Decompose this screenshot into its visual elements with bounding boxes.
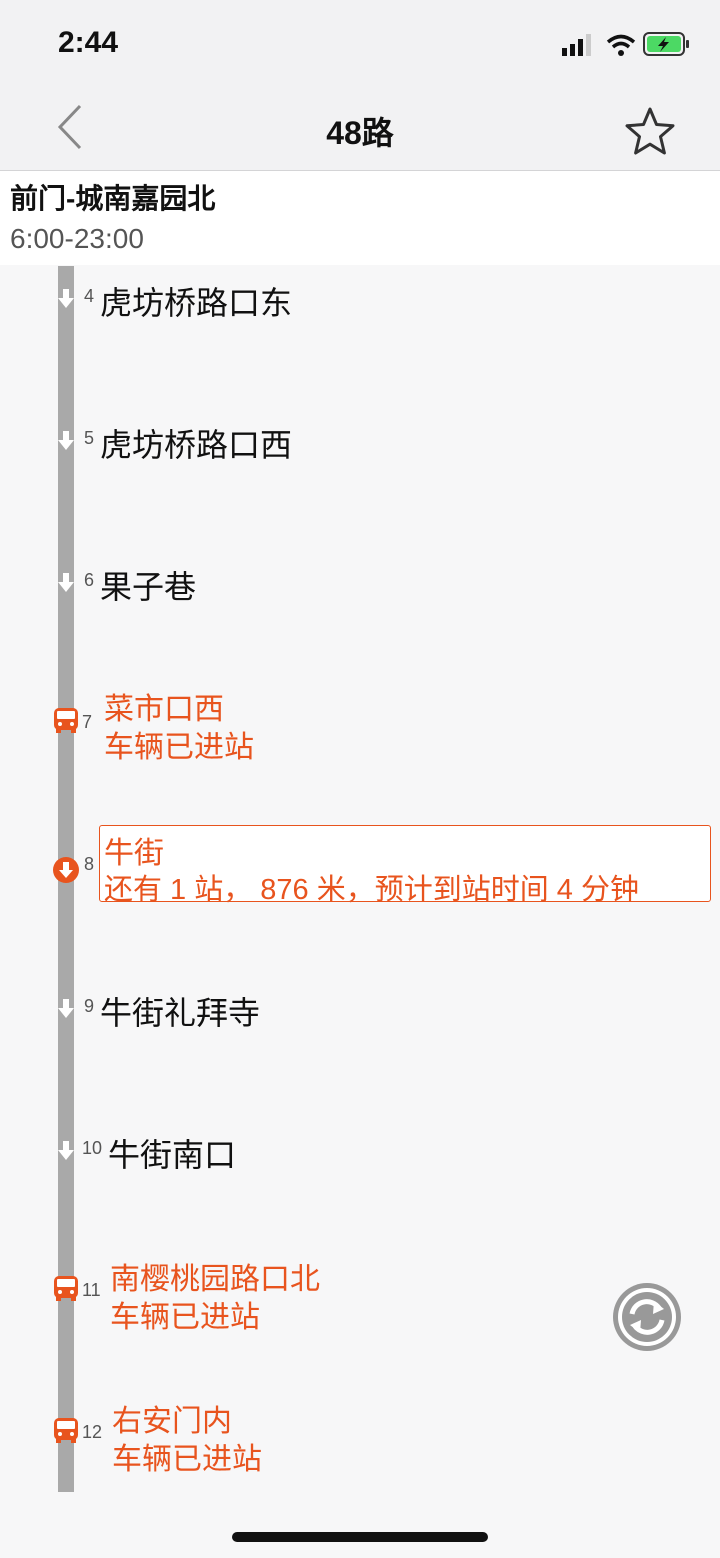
stop-item[interactable]: 11 南樱桃园路口北 车辆已进站 (0, 1250, 720, 1334)
chevron-left-icon[interactable] (50, 102, 90, 152)
down-arrow-icon (58, 573, 74, 592)
stop-number: 10 (82, 1138, 103, 1158)
stop-number: 11 (82, 1280, 101, 1300)
route-info: 前门-城南嘉园北 6:00-23:00 (0, 171, 720, 265)
stop-number: 8 (84, 854, 95, 874)
stop-item[interactable]: 10 牛街南口 (0, 1126, 720, 1176)
down-arrow-icon (58, 431, 74, 450)
stop-item-current[interactable]: 8 牛街 还有 1 站， 876 米，预计到站时间 4 分钟 (0, 826, 720, 906)
wifi-icon (606, 34, 636, 56)
down-arrow-icon (53, 857, 79, 883)
stop-number: 7 (82, 712, 93, 732)
stop-number: 6 (84, 570, 95, 590)
stop-status: 车辆已进站 (104, 731, 254, 764)
current-stop-highlight (99, 825, 711, 902)
stop-number: 5 (84, 428, 95, 448)
stop-name: 牛街南口 (108, 1137, 237, 1173)
signal-icon (562, 34, 591, 56)
battery-icon (643, 32, 689, 56)
status-time: 2:44 (58, 26, 119, 59)
stop-item[interactable]: 4 虎坊桥路口东 (0, 274, 720, 324)
stop-name: 南樱桃园路口北 (110, 1263, 320, 1296)
stop-item[interactable]: 9 牛街礼拜寺 (0, 984, 720, 1034)
route-name: 前门-城南嘉园北 (10, 183, 216, 214)
stop-name: 菜市口西 (104, 693, 224, 726)
bus-icon (54, 1276, 78, 1301)
stop-number: 12 (82, 1422, 103, 1442)
star-icon[interactable] (624, 106, 676, 158)
stop-name: 虎坊桥路口西 (100, 427, 293, 463)
stop-name: 右安门内 (112, 1405, 232, 1438)
stop-eta: 还有 1 站， 876 米，预计到站时间 4 分钟 (104, 874, 639, 906)
bus-icon (54, 1418, 78, 1443)
stop-name: 虎坊桥路口东 (100, 285, 293, 321)
down-arrow-icon (58, 999, 74, 1018)
down-arrow-icon (58, 1141, 74, 1160)
stop-item[interactable]: 5 虎坊桥路口西 (0, 416, 720, 466)
stop-item[interactable]: 6 果子巷 (0, 558, 720, 608)
stop-status: 车辆已进站 (112, 1443, 262, 1476)
status-bar: 2:44 (0, 0, 720, 88)
stop-name: 果子巷 (100, 569, 197, 605)
stop-name: 牛街礼拜寺 (100, 995, 261, 1031)
route-hours: 6:00-23:00 (10, 223, 144, 254)
stop-status: 车辆已进站 (110, 1301, 260, 1334)
home-indicator[interactable] (232, 1532, 488, 1542)
refresh-icon[interactable] (612, 1282, 682, 1352)
stop-item[interactable]: 12 右安门内 车辆已进站 (0, 1392, 720, 1476)
status-icons (562, 32, 689, 56)
stop-number: 9 (84, 996, 95, 1016)
page-title: 48路 (326, 115, 394, 151)
stop-number: 4 (84, 286, 95, 306)
navigation-bar: 48路 (0, 88, 720, 171)
bus-icon (54, 708, 78, 733)
stop-name: 牛街 (104, 837, 164, 870)
stop-item[interactable]: 7 菜市口西 车辆已进站 (0, 680, 720, 764)
down-arrow-icon (58, 289, 74, 308)
